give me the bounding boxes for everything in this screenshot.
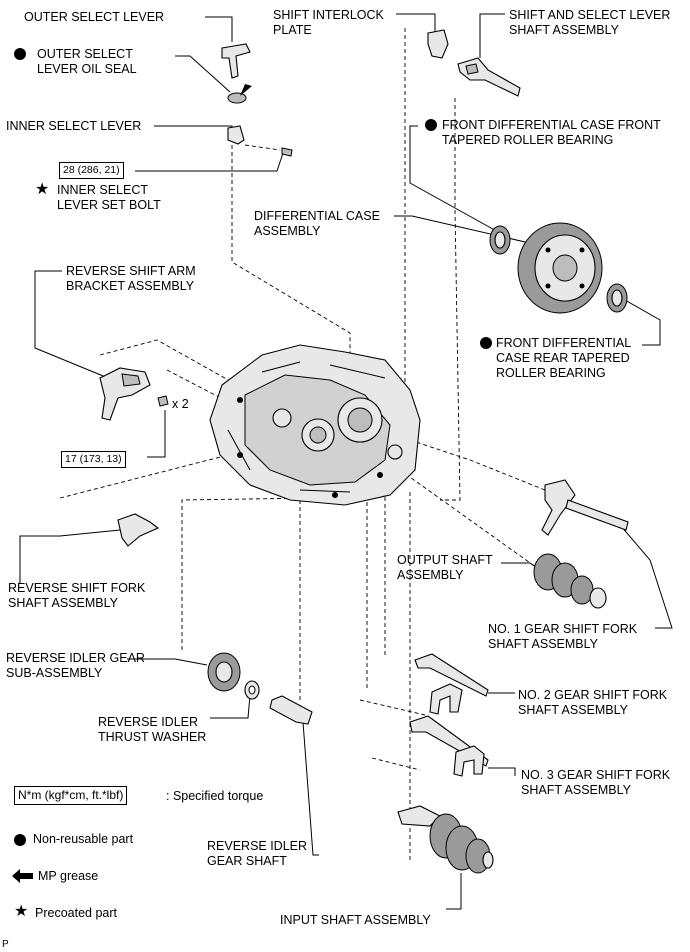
non-reusable-marker-icon xyxy=(425,119,437,131)
label-front-diff-front-bearing: FRONT DIFFERENTIAL CASE FRONT TAPERED RO… xyxy=(442,118,661,147)
shift-select-lever-shaft-part xyxy=(457,57,521,97)
torque-bracket-bolts: 17 (173, 13) xyxy=(61,451,126,468)
non-reusable-marker-icon xyxy=(14,48,26,60)
reverse-shift-arm-bracket-part xyxy=(99,367,151,421)
label-differential-case: DIFFERENTIAL CASE ASSEMBLY xyxy=(254,209,380,238)
legend-non-reusable-icon xyxy=(14,834,26,846)
label-no2-gear-shift-fork-shaft: NO. 2 GEAR SHIFT FORK SHAFT ASSEMBLY xyxy=(518,688,668,717)
leader-lines xyxy=(19,13,673,910)
label-reverse-shift-fork-shaft: REVERSE SHIFT FORK SHAFT ASSEMBLY xyxy=(8,581,146,610)
legend-torque-box: N*m (kgf*cm, ft.*lbf) xyxy=(14,786,128,805)
label-no3-gear-shift-fork-shaft: NO. 3 GEAR SHIFT FORK SHAFT ASSEMBLY xyxy=(521,768,671,797)
outer-select-lever-part xyxy=(221,43,251,79)
legend-mp-grease-arrow-icon xyxy=(12,869,33,883)
label-shift-select-lever-shaft: SHIFT AND SELECT LEVER SHAFT ASSEMBLY xyxy=(509,8,671,37)
label-front-diff-rear-bearing: FRONT DIFFERENTIAL CASE REAR TAPERED ROL… xyxy=(496,336,632,380)
inner-select-lever-bolt-part xyxy=(281,147,293,157)
differential-bearing-rear xyxy=(606,283,628,313)
label-output-shaft: OUTPUT SHAFT ASSEMBLY xyxy=(397,553,493,582)
label-reverse-idler-gear: REVERSE IDLER GEAR SUB-ASSEMBLY xyxy=(6,651,145,680)
output-shaft-part xyxy=(533,553,607,609)
differential-bearing-front xyxy=(489,225,511,255)
label-reverse-shift-arm-bracket: REVERSE SHIFT ARM BRACKET ASSEMBLY xyxy=(66,264,196,293)
reverse-idler-thrust-washer-part xyxy=(244,680,260,700)
shift-interlock-plate-part xyxy=(427,29,449,59)
footer-code: P xyxy=(2,939,9,950)
input-shaft-part xyxy=(397,805,494,874)
label-reverse-idler-thrust-washer: REVERSE IDLER THRUST WASHER xyxy=(98,715,207,744)
legend-torque-desc: : Specified torque xyxy=(166,789,264,803)
label-inner-select-lever: INNER SELECT LEVER xyxy=(6,119,142,133)
label-no1-gear-shift-fork-shaft: NO. 1 GEAR SHIFT FORK SHAFT ASSEMBLY xyxy=(488,622,638,651)
non-reusable-marker-icon xyxy=(480,337,492,349)
legend-non-reusable-text: Non-reusable part xyxy=(33,832,134,846)
outer-select-lever-oil-seal-part xyxy=(227,84,252,104)
no2-gear-shift-fork-shaft-part xyxy=(414,653,489,715)
label-reverse-idler-gear-shaft: REVERSE IDLER GEAR SHAFT xyxy=(207,839,308,868)
inner-select-lever-part xyxy=(227,125,245,145)
precoated-star-icon: ★ xyxy=(35,181,50,198)
torque-inner-select-bolt: 28 (286, 21) xyxy=(59,162,124,179)
reverse-idler-gear-part xyxy=(207,652,241,692)
label-shift-interlock-plate: SHIFT INTERLOCK PLATE xyxy=(273,8,384,37)
label-inner-select-lever-set-bolt: INNER SELECT LEVER SET BOLT xyxy=(57,183,161,212)
no1-gear-shift-fork-shaft-part xyxy=(541,479,629,536)
label-outer-select-lever: OUTER SELECT LEVER xyxy=(24,10,165,24)
reverse-shift-fork-shaft-part xyxy=(117,513,160,547)
differential-case-part xyxy=(517,222,603,314)
legend-mp-grease-text: MP grease xyxy=(38,869,99,883)
legend-precoated-star-icon: ★ xyxy=(14,903,29,920)
transmission-case xyxy=(209,344,421,506)
bracket-bolt-part xyxy=(157,395,169,407)
reverse-idler-gear-shaft-part xyxy=(269,695,313,725)
quantity-x2-label: x 2 xyxy=(172,397,189,411)
label-outer-select-lever-oil-seal: OUTER SELECT LEVER OIL SEAL xyxy=(37,47,137,76)
label-input-shaft: INPUT SHAFT ASSEMBLY xyxy=(280,913,431,927)
legend-precoated-text: Precoated part xyxy=(35,906,117,920)
no3-gear-shift-fork-shaft-part xyxy=(409,715,489,777)
